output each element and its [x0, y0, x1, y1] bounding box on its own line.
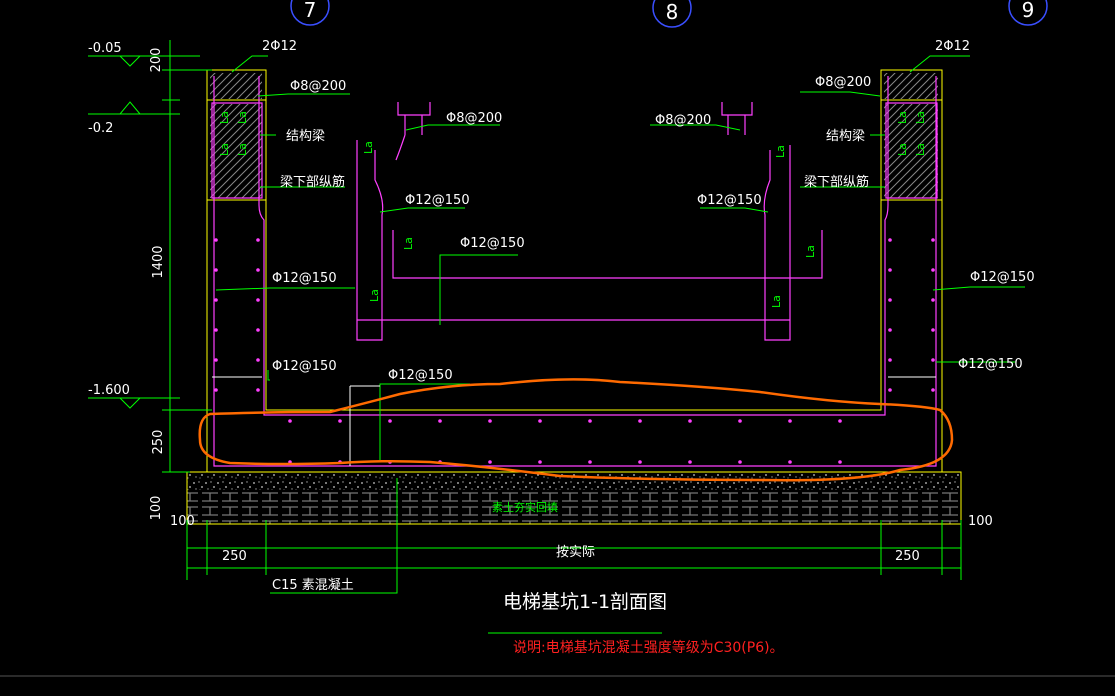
svg-text:La: La [218, 111, 231, 124]
wall-outline [206, 69, 943, 473]
dim-100-left: 100 [170, 514, 195, 529]
beam-top-left [210, 73, 262, 99]
helper-lines [212, 376, 936, 466]
rebar-inner-mid: Φ12@150 [460, 236, 525, 251]
leader-lines [215, 55, 1025, 634]
elevation-bottom: -1.600 [88, 383, 130, 398]
drawing-title: 电梯基坑1-1剖面图 [503, 591, 667, 613]
annotations: -0.05 -0.2 -1.600 200 1400 250 100 100 1… [88, 39, 1035, 593]
la-marks: La La La La La La La La La La La La La L… [218, 111, 927, 308]
label-concrete: C15 素混凝土 [272, 577, 354, 593]
beam-right [884, 104, 938, 198]
svg-text:La: La [362, 141, 375, 154]
dim-1400: 1400 [151, 245, 166, 278]
svg-text:La: La [804, 245, 817, 258]
dim-250-right: 250 [895, 549, 920, 564]
rebar-slab: Φ12@150 [388, 368, 453, 383]
svg-text:La: La [896, 111, 909, 124]
rebar-mid-left: Φ8@200 [446, 111, 502, 126]
markup-outline [198, 378, 954, 482]
rebar-stir-left: Φ8@200 [290, 79, 346, 94]
svg-text:La: La [914, 143, 927, 156]
rebar-top-left: 2Φ12 [262, 39, 297, 54]
dimension-lines [88, 40, 962, 580]
rebar-lines [211, 76, 938, 467]
svg-text:La: La [774, 145, 787, 158]
label-long-left: 梁下部纵筋 [280, 174, 345, 190]
label-beam-right: 结构梁 [826, 129, 865, 144]
svg-text:La: La [368, 289, 381, 302]
dim-actual: 按实际 [556, 545, 595, 560]
label-long-right: 梁下部纵筋 [804, 174, 869, 190]
svg-text:La: La [914, 111, 927, 124]
svg-text:La: La [236, 143, 249, 156]
dim-100-right: 100 [968, 514, 993, 529]
rebar-wall-left: Φ12@150 [272, 271, 337, 286]
rebar-mid-right: Φ8@200 [655, 113, 711, 128]
dim-250-left: 250 [222, 549, 247, 564]
rebar-stir-right: Φ8@200 [815, 75, 871, 90]
rebar-low-left: Φ12@150 [272, 359, 337, 374]
label-fill: 素土夯实回填 [492, 500, 558, 514]
fill-layer [187, 490, 961, 524]
dim-200: 200 [149, 48, 164, 73]
svg-text:La: La [236, 111, 249, 124]
svg-text:La: La [896, 143, 909, 156]
rebar-inner-left: Φ12@150 [405, 193, 470, 208]
svg-text:La: La [218, 143, 231, 156]
beam-top-right [884, 73, 938, 99]
grid-label-7: 7 [304, 0, 317, 22]
elevation-slab: -0.2 [88, 121, 113, 136]
rebar-wall-right: Φ12@150 [970, 270, 1035, 285]
dim-100: 100 [149, 496, 164, 521]
label-beam-left: 结构梁 [286, 129, 325, 144]
svg-text:La: La [402, 237, 415, 250]
elevation-top: -0.05 [88, 41, 122, 56]
grid-label-8: 8 [666, 0, 679, 24]
concrete-layer [187, 472, 961, 490]
beam-left [210, 104, 262, 198]
rebar-inner-right: Φ12@150 [697, 193, 762, 208]
dim-250: 250 [151, 430, 166, 455]
grid-label-9: 9 [1022, 0, 1035, 22]
rebar-top-right: 2Φ12 [935, 39, 970, 54]
grid-bubbles: 7 8 9 [290, 0, 1048, 28]
svg-text:La: La [770, 295, 783, 308]
rebar-low-right: Φ12@150 [958, 357, 1023, 372]
rebar-dots [214, 238, 935, 464]
drawing-note: 说明:电梯基坑混凝土强度等级为C30(P6)。 [513, 639, 784, 656]
